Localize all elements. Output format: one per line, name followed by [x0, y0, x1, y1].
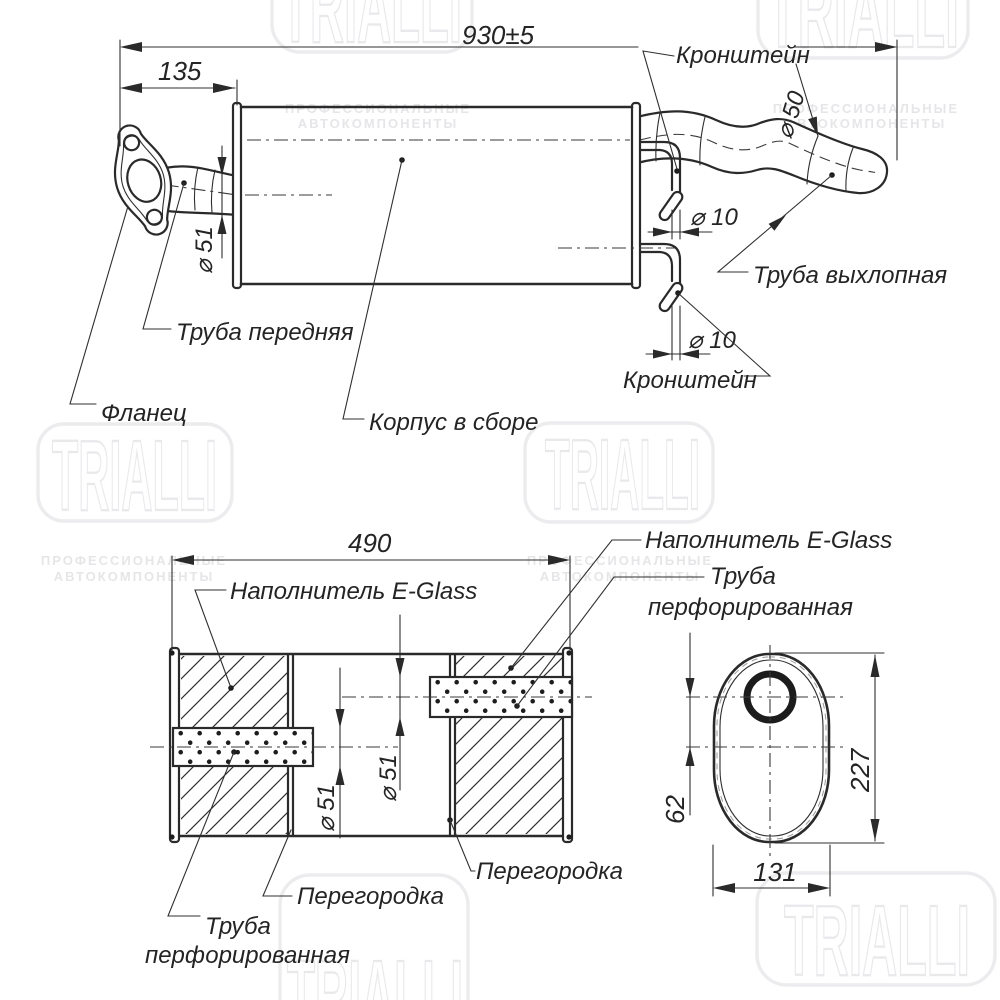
trialli-logo-bottom-left: TRIALLI — [278, 873, 470, 1000]
label-bracket-top: Кронштейн — [676, 42, 810, 69]
watermark-line2: АВТОКОМПОНЕНТЫ — [54, 569, 214, 584]
oval-shell-inner — [719, 659, 824, 837]
dim-section-pipe-right: ⌀ 51 — [375, 614, 405, 802]
label-perf-pipe-left-1: Труба — [205, 913, 271, 940]
perforated-pipe-right — [428, 675, 574, 719]
trialli-logo-text: TRIALLI — [767, 0, 959, 69]
exhaust-pipe — [635, 110, 889, 195]
dim-body-length-text: 490 — [348, 528, 392, 558]
watermark-line2: АВТОКОМПОНЕНТЫ — [786, 116, 946, 131]
dim-front-offset-text: 135 — [158, 56, 202, 86]
dim-front-offset: 135 — [120, 56, 238, 106]
exhaust-pipe-joint-mark — [699, 116, 706, 166]
trialli-logo-text: TRIALLI — [287, 940, 463, 1000]
dim-bracket-top-diameter-text: ⌀ 10 — [690, 204, 738, 231]
exhaust-pipe-joint-mark — [655, 112, 661, 162]
trialli-logo-text: TRIALLI — [52, 420, 217, 532]
dim-port-offset-text: 62 — [660, 795, 690, 824]
end-view: 62 227 131 — [660, 632, 885, 897]
dim-bracket-top-diameter: ⌀ 10 — [647, 204, 738, 240]
oval-shell-mid — [716, 656, 827, 840]
dim-overall-length-text: 930±5 — [462, 20, 535, 50]
label-flange: Фланец — [101, 400, 187, 427]
trialli-logo-mid-center: TRIALLI — [523, 418, 715, 532]
dim-section-pipe-left: ⌀ 51 — [313, 667, 345, 839]
brand-watermarks: TRIALLI TRIALLI TRIALLI TRIALLI TRIALLI … — [36, 0, 997, 1000]
label-bracket-bottom: Кронштейн — [623, 367, 757, 394]
watermark-line1: ПРОФЕССИОНАЛЬНЫЕ — [285, 101, 471, 116]
dim-overall-height-text: 227 — [845, 747, 875, 793]
watermark-line1: ПРОФЕССИОНАЛЬНЫЕ — [527, 553, 713, 568]
label-filler-left: Наполнитель E-Glass — [230, 578, 477, 605]
dim-overall-length: 930±5 — [119, 20, 898, 161]
section-labels: Наполнитель E-Glass Наполнитель E-Glass … — [145, 527, 892, 969]
trialli-logo-text: TRIALLI — [784, 885, 970, 997]
muffler-body — [231, 101, 676, 290]
label-perf-pipe-left-2: перфорированная — [145, 942, 350, 969]
watermark-line1: ПРОФЕССИОНАЛЬНЫЕ — [41, 553, 227, 568]
main-view: 930±5 135 ⌀ 51 ⌀ 50 — [69, 20, 947, 436]
label-perf-pipe-right-1: Труба — [710, 563, 776, 590]
exhaust-pipe-centerline — [639, 133, 876, 174]
label-exhaust-pipe: Труба выхлопная — [753, 262, 947, 289]
label-partition-center: Перегородка — [297, 883, 444, 910]
dim-front-pipe-diameter: ⌀ 51 — [191, 145, 227, 274]
muffler-right-cap — [630, 101, 642, 290]
dim-overall-width: 131 — [712, 844, 831, 897]
exhaust-pipe-joint-mark — [845, 147, 854, 193]
dim-port-offset: 62 — [660, 632, 695, 824]
trialli-logo-bottom-right: TRIALLI — [755, 871, 997, 998]
section-view: 490 ⌀ 51 ⌀ 51 Наполнитель E-Glass — [145, 527, 892, 969]
label-filler-right: Наполнитель E-Glass — [645, 527, 892, 554]
flange-bolt-hole — [145, 208, 164, 226]
trialli-logo-text: TRIALLI — [545, 419, 700, 531]
dim-body-length: 490 — [171, 528, 571, 651]
bracket-top — [638, 140, 684, 222]
trialli-logo-top-right: TRIALLI — [756, 0, 970, 70]
trialli-logo-top-center: TRIALLI — [270, 0, 474, 65]
muffler-left-cap — [231, 101, 243, 290]
dim-bracket-bottom-diameter: ⌀ 10 — [645, 305, 736, 361]
dim-overall-height: 227 — [774, 652, 885, 844]
oval-shell-outer — [712, 652, 831, 844]
label-body-assembly: Корпус в сборе — [369, 409, 538, 436]
label-front-pipe: Труба передняя — [176, 319, 354, 346]
trialli-logo-text: TRIALLI — [281, 0, 462, 64]
bracket-bottom — [638, 242, 684, 313]
dim-section-pipe-left-text: ⌀ 51 — [313, 784, 340, 832]
dim-overall-width-text: 131 — [753, 857, 796, 887]
label-partition-right: Перегородка — [476, 858, 623, 885]
dim-section-pipe-right-text: ⌀ 51 — [375, 754, 402, 802]
dim-front-pipe-diameter-text: ⌀ 51 — [191, 226, 218, 274]
label-perf-pipe-right-2: перфорированная — [648, 594, 853, 621]
trialli-logo-mid-left: TRIALLI — [36, 419, 234, 533]
watermark-line2: АВТОКОМПОНЕНТЫ — [298, 116, 458, 131]
flange — [113, 124, 173, 236]
dim-bracket-bottom-diameter-text: ⌀ 10 — [688, 327, 736, 354]
main-view-labels: Кронштейн Труба выхлопная Кронштейн Труб… — [69, 42, 947, 436]
front-pipe-joint-mark — [193, 166, 199, 211]
flange-bolt-hole — [122, 134, 141, 152]
exhaust-pipe-joint-mark — [806, 135, 819, 185]
watermark-line1: ПРОФЕССИОНАЛЬНЫЕ — [773, 101, 959, 116]
watermark-text-blocks: ПРОФЕССИОНАЛЬНЫЕ АВТОКОМПОНЕНТЫ ПРОФЕССИ… — [41, 101, 959, 584]
